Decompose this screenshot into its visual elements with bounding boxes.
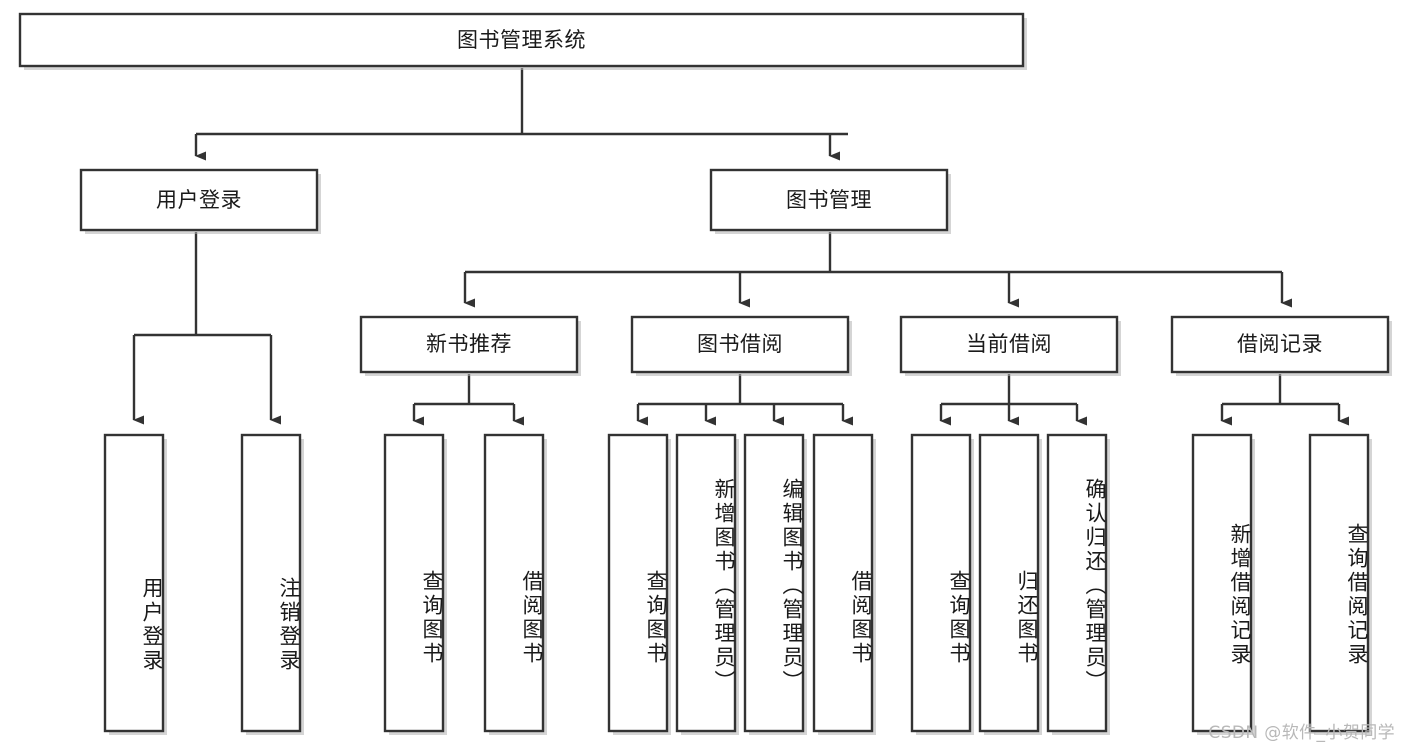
node-leaf-borrow-book-1-box[interactable]: [483, 433, 545, 733]
node-leaf-confirm-return-box[interactable]: [1046, 433, 1108, 733]
node-leaf-return-book-box[interactable]: [978, 433, 1040, 733]
node-leaf-edit-book-box[interactable]: [743, 433, 805, 733]
node-leaf-borrow-book-2-box[interactable]: [812, 433, 874, 733]
node-leaf-query-book-3-box[interactable]: [910, 433, 972, 733]
node-leaf-logout-box[interactable]: [240, 433, 302, 733]
node-layer: [18, 12, 1392, 735]
node-leaf-user-login-box[interactable]: [103, 433, 165, 733]
node-leaf-add-record-box[interactable]: [1191, 433, 1253, 733]
node-root-box[interactable]: [18, 12, 1025, 68]
node-leaf-query-book-2-box[interactable]: [607, 433, 669, 733]
node-user-login-box[interactable]: [79, 168, 319, 232]
node-new-book-rec-box[interactable]: [359, 315, 579, 374]
node-leaf-add-book-box[interactable]: [675, 433, 737, 733]
node-book-borrow-box[interactable]: [630, 315, 850, 374]
node-current-borrow-box[interactable]: [899, 315, 1119, 374]
node-leaf-query-record-box[interactable]: [1308, 433, 1370, 733]
node-leaf-query-book-1-box[interactable]: [383, 433, 445, 733]
node-borrow-record-box[interactable]: [1170, 315, 1390, 374]
node-book-manage-box[interactable]: [709, 168, 949, 232]
connector-layer: [132, 68, 1349, 426]
